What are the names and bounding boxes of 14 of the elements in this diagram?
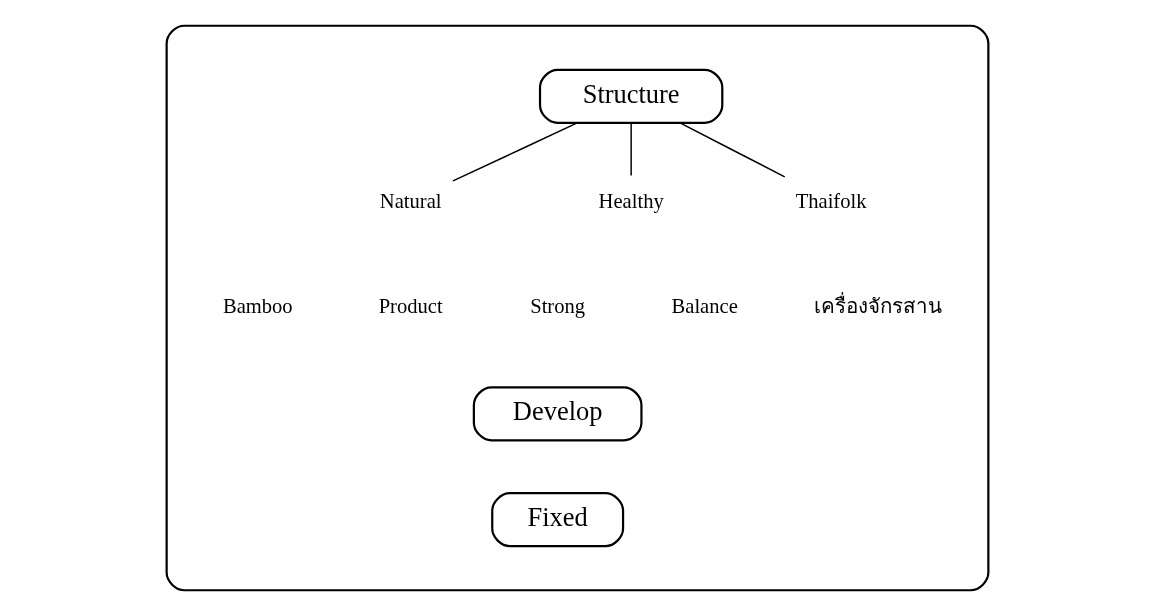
node-text: Natural <box>379 189 441 212</box>
label: Bamboo <box>222 295 293 318</box>
label: Strong <box>529 295 585 318</box>
connector <box>678 122 785 178</box>
node-box: Fixed <box>490 492 624 548</box>
node-box: Structure <box>538 68 723 124</box>
connector <box>451 122 578 182</box>
label: Balance <box>671 295 738 318</box>
label: Product <box>378 295 443 318</box>
node-box: Develop <box>472 386 643 442</box>
node-text: Healthy <box>598 189 664 212</box>
node-text: Thaifolk <box>795 189 866 212</box>
connector <box>629 122 632 177</box>
cluster <box>165 24 989 592</box>
